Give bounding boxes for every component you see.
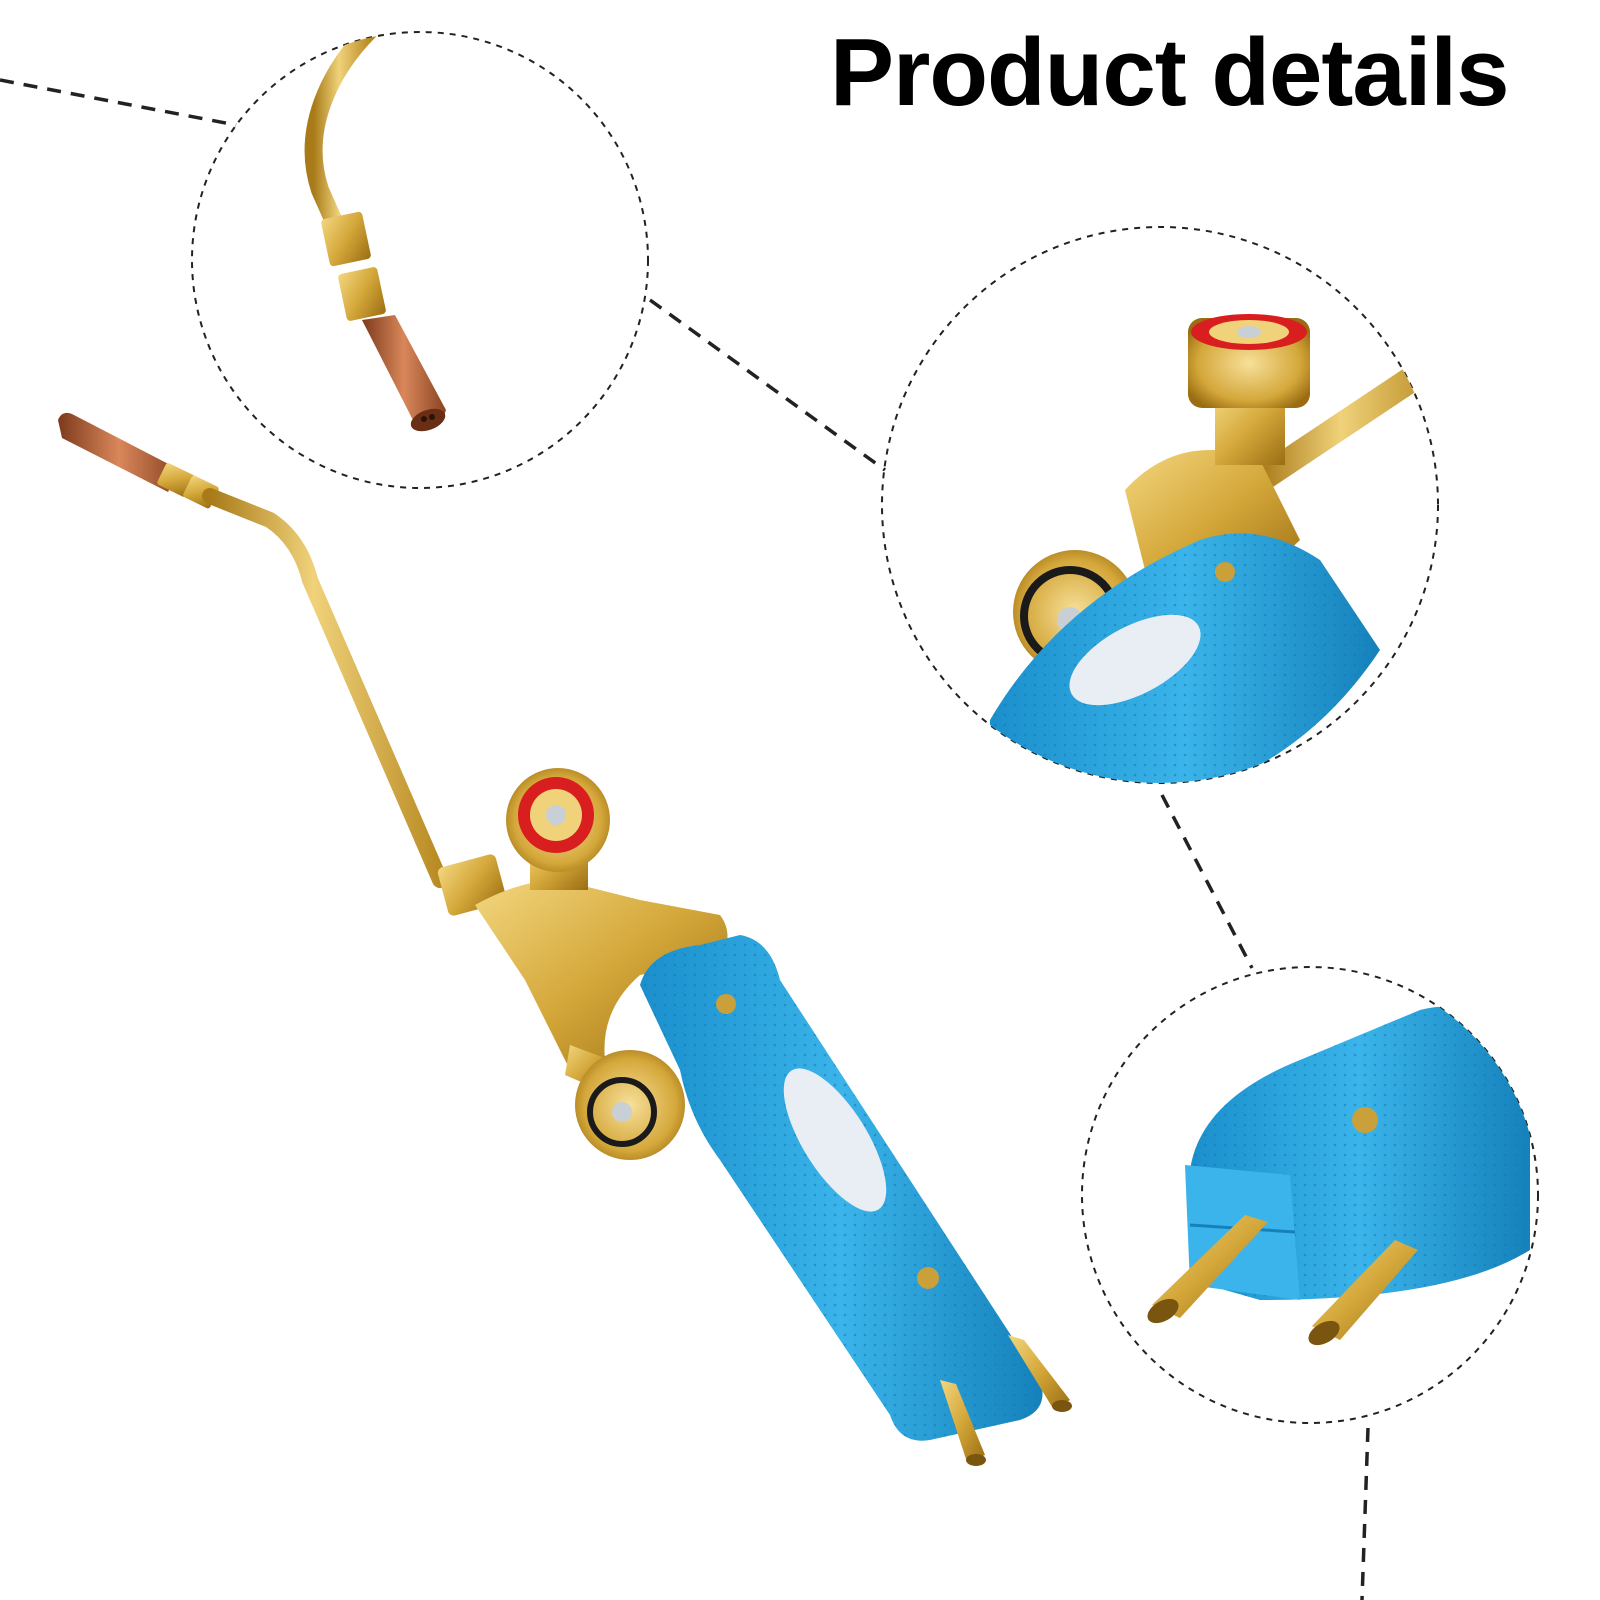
main-brass-tube-icon: [202, 488, 448, 888]
nozzle-opening-icon: [410, 408, 446, 432]
handle-rivet-icon: [1215, 562, 1235, 582]
brass-tube-icon: [304, 32, 379, 244]
handle-rivet-icon-2: [1352, 1107, 1378, 1133]
connector-line-top-left: [0, 78, 237, 127]
valve-closeup: [990, 314, 1438, 783]
main-side-valve-knob-icon: [575, 1050, 685, 1160]
main-hose-barb-icon: [940, 1380, 985, 1462]
main-hose-barb-icon-2: [1008, 1335, 1070, 1410]
hex-nut-icon: [321, 211, 371, 267]
main-copper-nozzle-icon: [58, 412, 180, 492]
detail-circle-connector: [1081, 966, 1539, 1424]
detail-circle-nozzle: [191, 31, 649, 489]
main-handle-rivet-bottom-icon: [917, 1267, 939, 1289]
handle-window-icon: [1069, 614, 1201, 706]
hose-barb-connector-icon: [1147, 1215, 1268, 1324]
connector-closeup: [1147, 1006, 1530, 1346]
nozzle-closeup: [304, 32, 446, 432]
main-handle-rivet-top-icon: [716, 994, 736, 1014]
gas-welding-torch-icon: [58, 412, 1072, 1466]
page-title: Product details: [830, 19, 1509, 126]
copper-nozzle-icon: [362, 315, 446, 431]
dashed-connector-lines: [0, 78, 1370, 1600]
connector-line-nozzle-to-valve: [648, 298, 887, 472]
main-valve-body-icon: [475, 880, 728, 1070]
main-handle-window-icon: [783, 1068, 887, 1212]
hex-nut-icon-2: [338, 267, 386, 321]
connector-line-valve-to-handle: [1160, 794, 1254, 969]
connector-line-bottom: [1360, 1427, 1370, 1600]
hose-barb-connector-icon-2: [1308, 1240, 1418, 1346]
